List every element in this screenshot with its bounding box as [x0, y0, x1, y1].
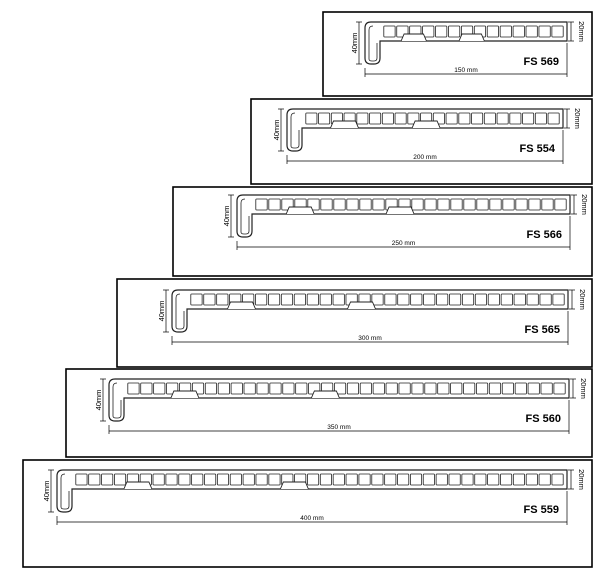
thickness-dimension-label: 20mm: [578, 289, 587, 310]
profile-model-label: FS 554: [520, 143, 556, 155]
height-dimension-label: 40mm: [350, 33, 359, 54]
profile-outline: [364, 21, 568, 65]
width-dimension-label: 150 mm: [454, 67, 477, 74]
profile-grooves: [400, 33, 485, 42]
profile-chambers: [190, 293, 565, 306]
profile-panel: 40mm 20mm 400 mm FS 559: [22, 459, 593, 568]
profile-model-label: FS 566: [527, 229, 562, 241]
thickness-dimension-label: 20mm: [577, 469, 586, 490]
height-dimension-label: 40mm: [157, 301, 166, 322]
width-dimension-label: 250 mm: [392, 240, 415, 247]
width-dimension-label: 200 mm: [413, 154, 436, 161]
width-dimension-label: 300 mm: [358, 335, 381, 342]
width-dimension-label: 350 mm: [327, 424, 350, 431]
width-dimension-label: 400 mm: [300, 515, 323, 522]
profile-grooves: [123, 481, 309, 490]
profile-panel: 40mm 20mm 350 mm FS 560: [65, 368, 593, 458]
panel-frame: [65, 368, 593, 458]
height-dimension-label: 40mm: [42, 481, 51, 502]
profile-chambers: [305, 112, 560, 125]
profile-chambers: [255, 198, 567, 211]
profile-outline: [108, 378, 570, 422]
profile-grooves: [227, 301, 376, 310]
profile-chambers: [75, 473, 564, 486]
profile-panel: 40mm 20mm 250 mm FS 566: [172, 186, 593, 277]
profile-panel: 40mm 20mm 200 mm FS 554: [250, 98, 593, 185]
panel-frame: [116, 278, 593, 368]
profile-outline: [286, 108, 564, 152]
thickness-dimension-label: 20mm: [573, 108, 582, 129]
panel-frame: [172, 186, 593, 277]
height-dimension-label: 40mm: [94, 390, 103, 411]
profile-panel: 40mm 20mm 300 mm FS 565: [116, 278, 593, 368]
height-dimension-label: 40mm: [272, 120, 281, 141]
profile-model-label: FS 569: [524, 56, 559, 68]
thickness-dimension-label: 20mm: [579, 378, 588, 399]
profile-model-label: FS 560: [526, 413, 561, 425]
panel-frame: [322, 11, 593, 97]
height-dimension-label: 40mm: [222, 206, 231, 227]
thickness-dimension-label: 20mm: [580, 194, 589, 215]
profile-grooves: [330, 120, 441, 129]
profile-outline: [236, 194, 571, 238]
profile-model-label: FS 565: [525, 324, 560, 336]
profile-outline: [171, 289, 569, 333]
profile-model-label: FS 559: [524, 504, 559, 516]
profile-panel: 40mm 20mm 150 mm FS 569: [322, 11, 593, 97]
profile-grooves: [170, 390, 340, 399]
profile-grooves: [285, 206, 415, 215]
thickness-dimension-label: 20mm: [577, 21, 586, 42]
profile-outline: [56, 469, 568, 513]
